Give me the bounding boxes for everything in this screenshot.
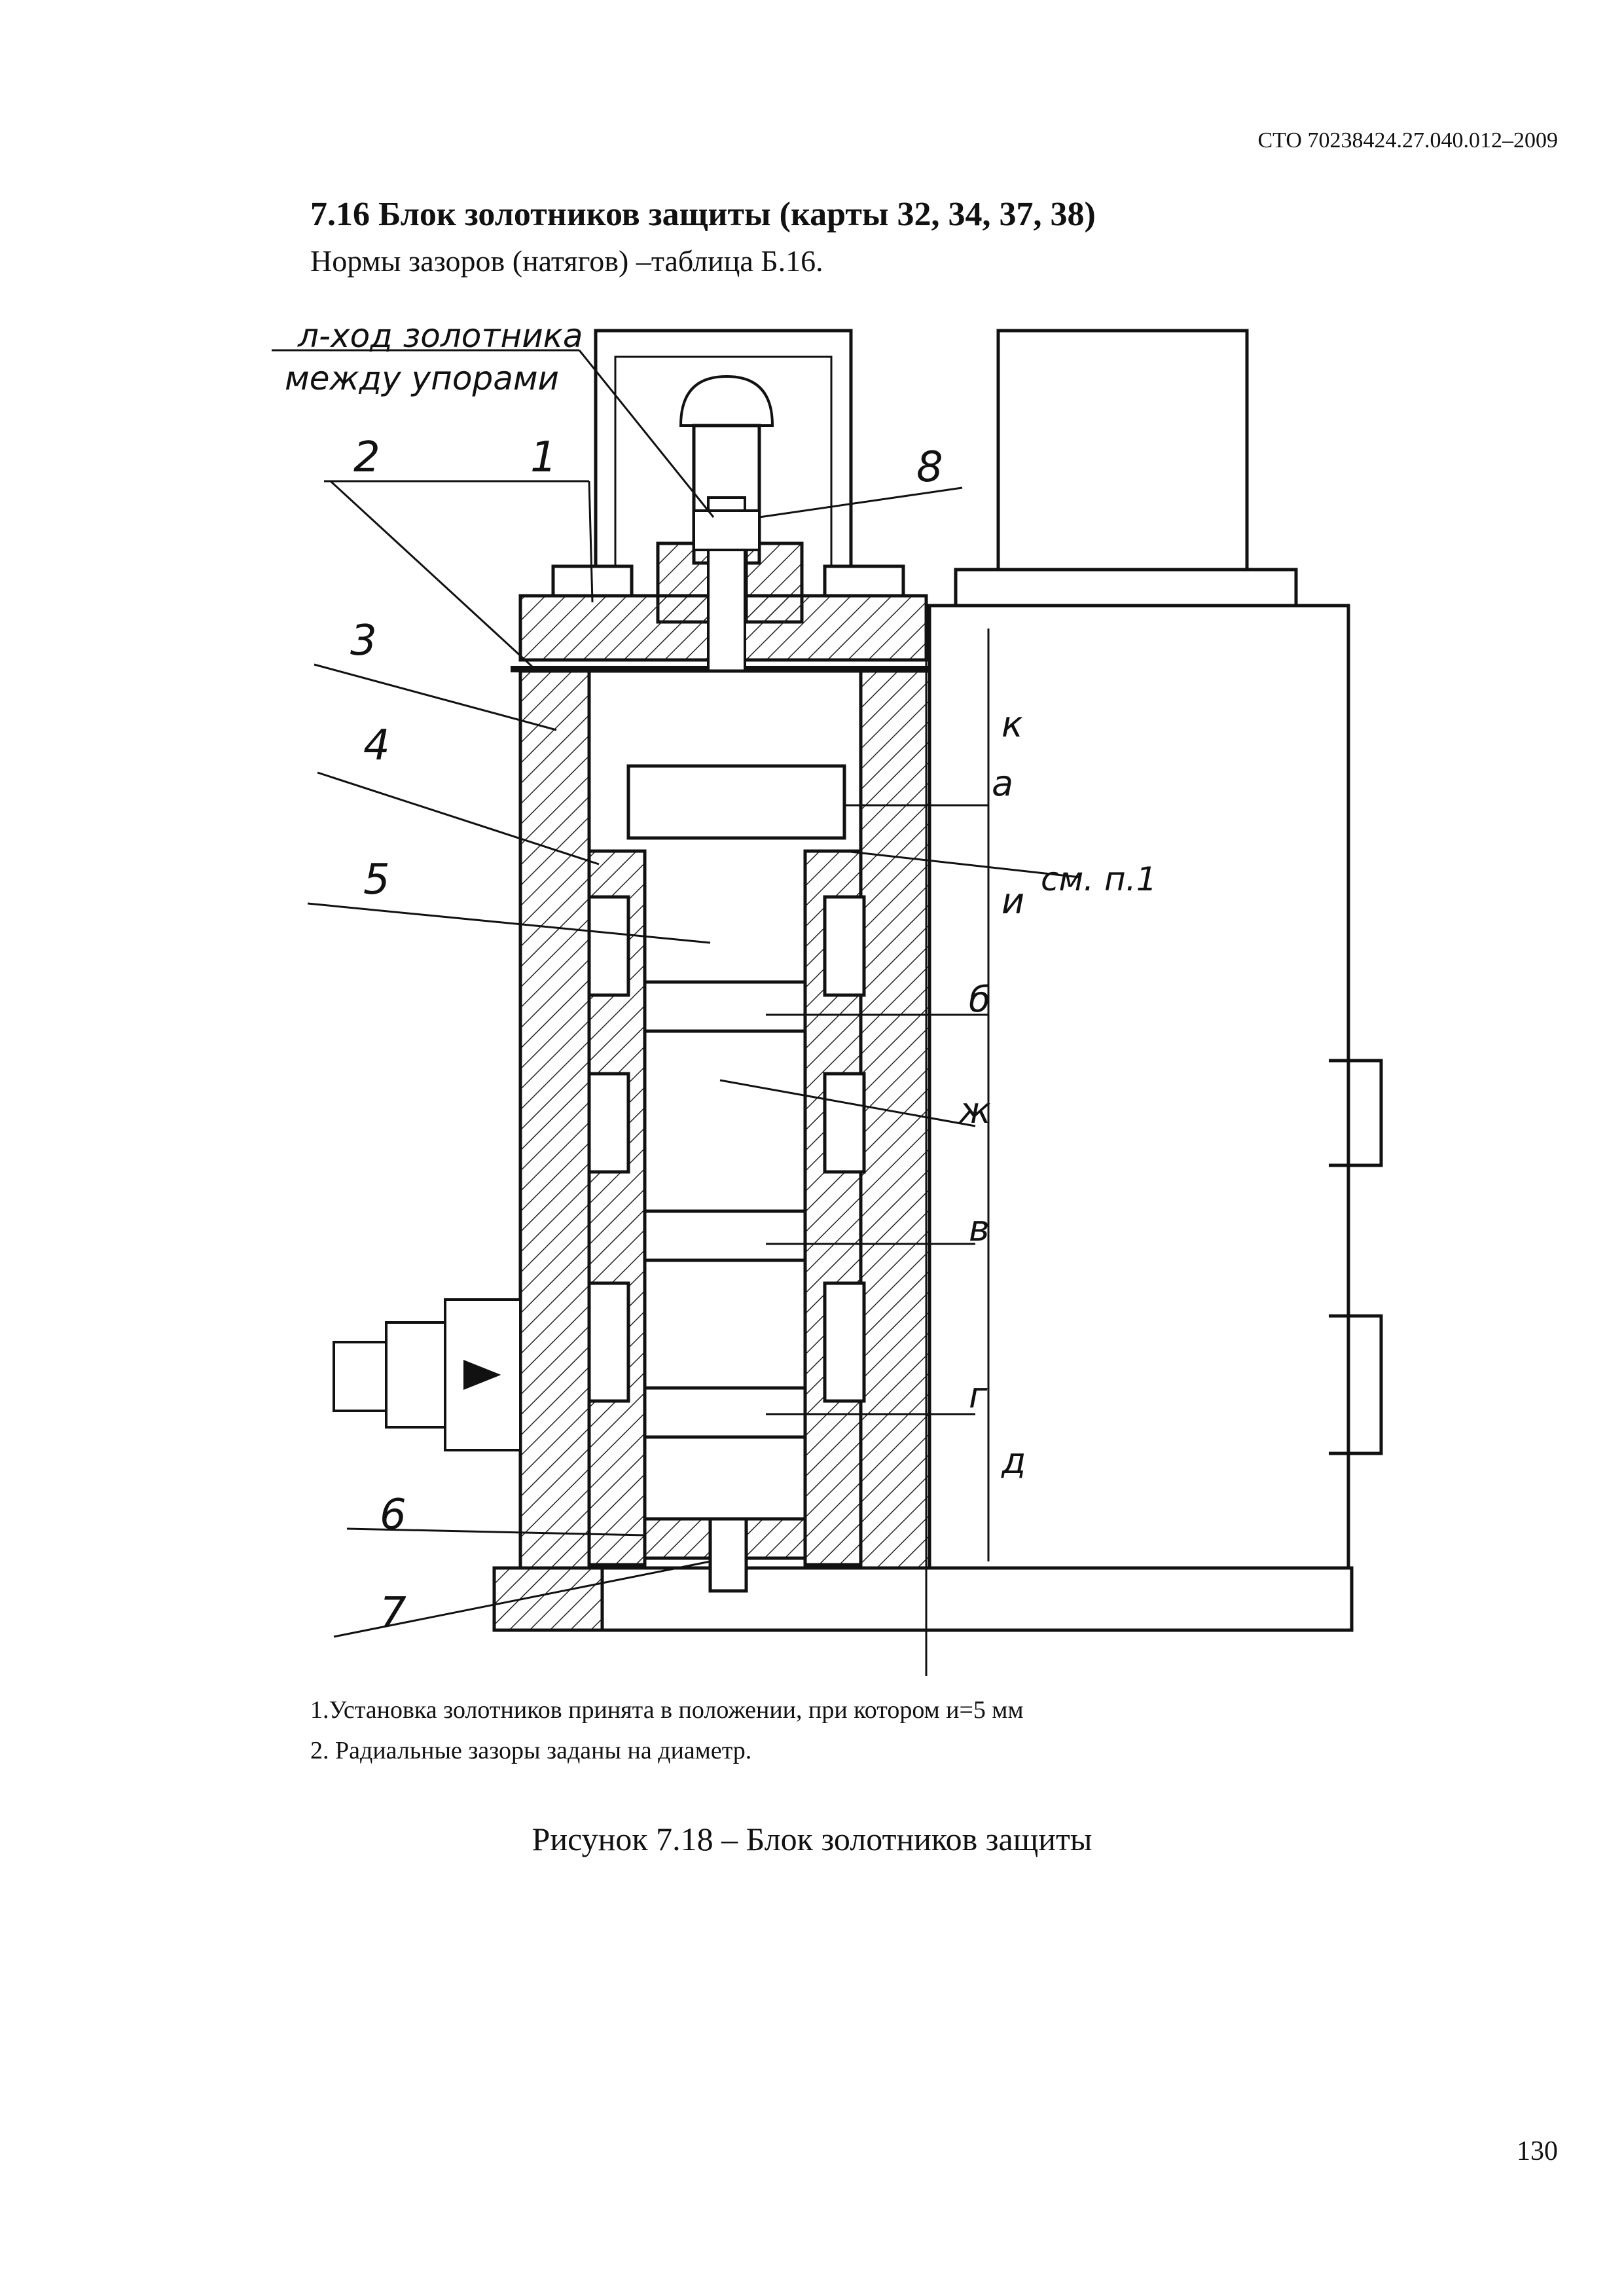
leader-lines	[272, 349, 1081, 1638]
callout-4: 4	[363, 721, 390, 770]
callout-b: б	[969, 979, 990, 1020]
section-title: 7.16 Блок золотников защиты (карты 32, 3…	[310, 196, 1096, 233]
technical-drawing: л-ход золотника между упорами 2 1 8 3 к …	[272, 317, 1383, 1676]
callout-see-note: см. п.1	[1041, 860, 1157, 898]
section-subtitle: Нормы зазоров (натягов) –таблица Б.16.	[310, 244, 823, 278]
callout-zh: ж	[958, 1090, 991, 1131]
callout-6: 6	[380, 1491, 406, 1539]
callout-a: а	[992, 763, 1013, 804]
base-plate	[492, 1517, 1354, 1632]
callout-8: 8	[916, 443, 943, 492]
callout-travel-line2: между упорами	[285, 359, 559, 397]
callout-2: 2	[353, 433, 380, 482]
callout-3: 3	[350, 617, 377, 665]
callout-k: к	[1001, 704, 1023, 745]
figure-note-2: 2. Радиальные зазоры заданы на диаметр.	[310, 1737, 752, 1764]
callout-g: г	[969, 1375, 988, 1416]
side-fitting	[333, 1298, 522, 1451]
callout-1: 1	[530, 433, 557, 482]
figure-caption: Рисунок 7.18 – Блок золотников защиты	[532, 1821, 1092, 1857]
document-code: СТО 70238424.27.040.012–2009	[1257, 128, 1558, 153]
callout-labels: л-ход золотника между упорами 2 1 8 3 к …	[285, 317, 1157, 1637]
callout-v: в	[969, 1208, 990, 1249]
housing-body	[518, 669, 931, 1570]
figure-note-1: 1.Установка золотников принята в положен…	[310, 1696, 1024, 1724]
callout-travel-line1: л-ход золотника	[297, 317, 583, 355]
callout-5: 5	[363, 856, 390, 904]
page-number: 130	[1517, 2136, 1558, 2166]
callout-d: д	[1001, 1440, 1026, 1482]
callout-7: 7	[380, 1589, 406, 1637]
right-block	[928, 329, 1383, 1570]
callout-u: и	[1001, 881, 1024, 922]
